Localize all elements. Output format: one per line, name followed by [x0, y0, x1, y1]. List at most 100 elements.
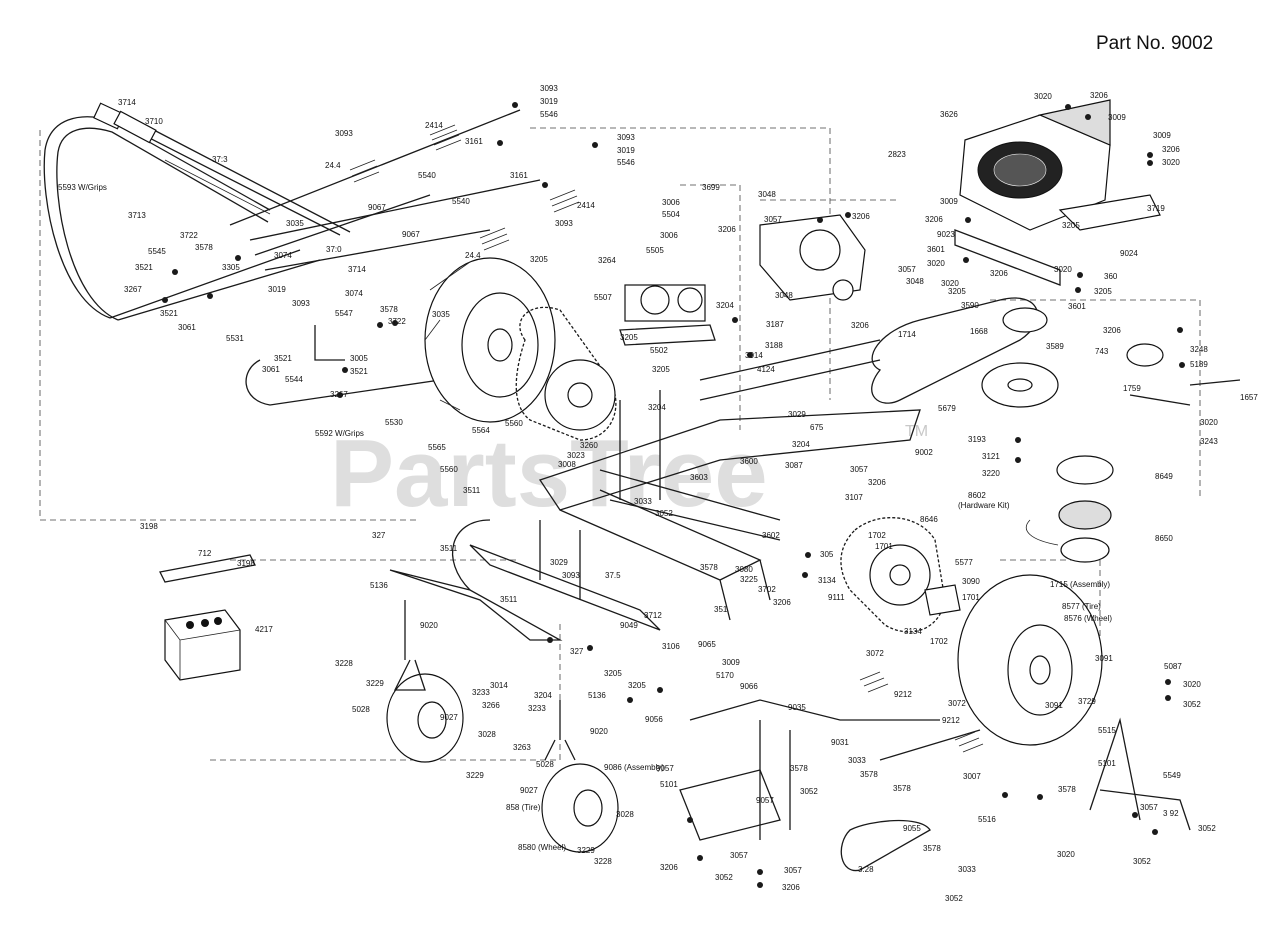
- electric-clutch: [1025, 455, 1114, 563]
- part-label: 3020: [1162, 158, 1180, 167]
- part-label: 1701: [962, 593, 980, 602]
- part-label: 3233: [528, 704, 546, 713]
- left-chain-sprocket: [515, 306, 617, 441]
- part-label: 3052: [1133, 857, 1151, 866]
- part-label: 3020: [1057, 850, 1075, 859]
- part-label: 5101: [1098, 759, 1116, 768]
- part-label: 858 (Tire): [506, 803, 541, 812]
- part-label: 3267: [124, 285, 142, 294]
- part-label: 3023: [567, 451, 585, 460]
- part-label: 9049: [620, 621, 638, 630]
- part-label: 3072: [948, 699, 966, 708]
- part-label: 3511: [463, 486, 481, 495]
- part-label: 1701: [875, 542, 893, 551]
- part-label: 4124: [757, 365, 775, 374]
- part-label: 3020: [941, 279, 959, 288]
- part-label: 3020: [1200, 418, 1218, 427]
- main-frame: [389, 339, 921, 641]
- part-label: 3204: [648, 403, 666, 412]
- part-label: 3091: [1045, 701, 1063, 710]
- part-label: 3020: [1054, 265, 1072, 274]
- part-label: 3052: [945, 894, 963, 903]
- part-label: 3093: [562, 571, 580, 580]
- part-label: 5592 W/Grips: [315, 429, 364, 438]
- part-label: 5087: [1164, 662, 1182, 671]
- part-label: 9020: [590, 727, 608, 736]
- part-label: 3702: [758, 585, 776, 594]
- part-label: 5560: [505, 419, 523, 428]
- part-label: 4217: [255, 625, 273, 634]
- part-label: 3206: [1090, 91, 1108, 100]
- part-label: 3590: [961, 301, 979, 310]
- hardware-dots: [162, 102, 1185, 888]
- part-label: 5546: [617, 158, 635, 167]
- part-label: 3019: [268, 285, 286, 294]
- part-label: 9027: [440, 713, 458, 722]
- part-label: 3028: [616, 810, 634, 819]
- part-label: 37:3: [212, 155, 228, 164]
- part-label: 5560: [440, 465, 458, 474]
- part-label: 3009: [1153, 131, 1171, 140]
- part-label: 3 92: [1163, 809, 1179, 818]
- part-label: 3225: [740, 575, 758, 584]
- part-label: 8646: [920, 515, 938, 524]
- deck-linkage: [679, 671, 1191, 872]
- part-label: 5577: [955, 558, 973, 567]
- part-label: 3206: [773, 598, 791, 607]
- part-label: 9065: [698, 640, 716, 649]
- part-label: 5565: [428, 443, 446, 452]
- part-label: 3511: [500, 595, 518, 604]
- part-label: 3205: [948, 287, 966, 296]
- part-label: 3020: [927, 259, 945, 268]
- part-label: 3228: [335, 659, 353, 668]
- part-label: 3206: [868, 478, 886, 487]
- part-label: 3719: [1147, 204, 1165, 213]
- part-label: 3699: [702, 183, 720, 192]
- part-label: 3204: [716, 301, 734, 310]
- part-label: 3264: [598, 256, 616, 265]
- part-label: 3578: [700, 563, 718, 572]
- part-label: 3009: [722, 658, 740, 667]
- part-label: 1714: [898, 330, 916, 339]
- part-label: 3729: [1078, 697, 1096, 706]
- part-label: 3578: [860, 770, 878, 779]
- part-label: 3229: [466, 771, 484, 780]
- part-label: 8649: [1155, 472, 1173, 481]
- part-label: 3074: [274, 251, 292, 260]
- part-label: 3093: [335, 129, 353, 138]
- part-label: 5530: [385, 418, 403, 427]
- part-label: 3600: [740, 457, 758, 466]
- part-label: 3722: [180, 231, 198, 240]
- part-label: 3014: [490, 681, 508, 690]
- part-label: 3229: [366, 679, 384, 688]
- part-label: 3205: [604, 669, 622, 678]
- part-label: 8580 (Wheel): [518, 843, 566, 852]
- part-label: 3206: [925, 215, 943, 224]
- part-label: 3121: [982, 452, 1000, 461]
- part-label: 3521: [350, 367, 368, 376]
- part-label: 3187: [766, 320, 784, 329]
- right-rear-tire: [957, 574, 1103, 746]
- part-label: 5545: [148, 247, 166, 256]
- part-label: 3048: [775, 291, 793, 300]
- part-label: 5516: [978, 815, 996, 824]
- part-label: 712: [198, 549, 212, 558]
- part-label: 3029: [788, 410, 806, 419]
- part-label: 5136: [370, 581, 388, 590]
- part-label: 5170: [716, 671, 734, 680]
- part-label: 3206: [990, 269, 1008, 278]
- part-label: 8650: [1155, 534, 1173, 543]
- part-label: 3061: [262, 365, 280, 374]
- part-label: 3712: [644, 611, 662, 620]
- part-label: 3019: [540, 97, 558, 106]
- part-label: 3198: [237, 559, 255, 568]
- part-label: 3093: [540, 84, 558, 93]
- part-label: 3193: [968, 435, 986, 444]
- part-label: 3205: [1094, 287, 1112, 296]
- left-rear-tire: [424, 257, 556, 423]
- part-label: 3205: [1062, 221, 1080, 230]
- part-label: 3204: [792, 440, 810, 449]
- part-label: 3714: [348, 265, 366, 274]
- part-label: 3710: [145, 117, 163, 126]
